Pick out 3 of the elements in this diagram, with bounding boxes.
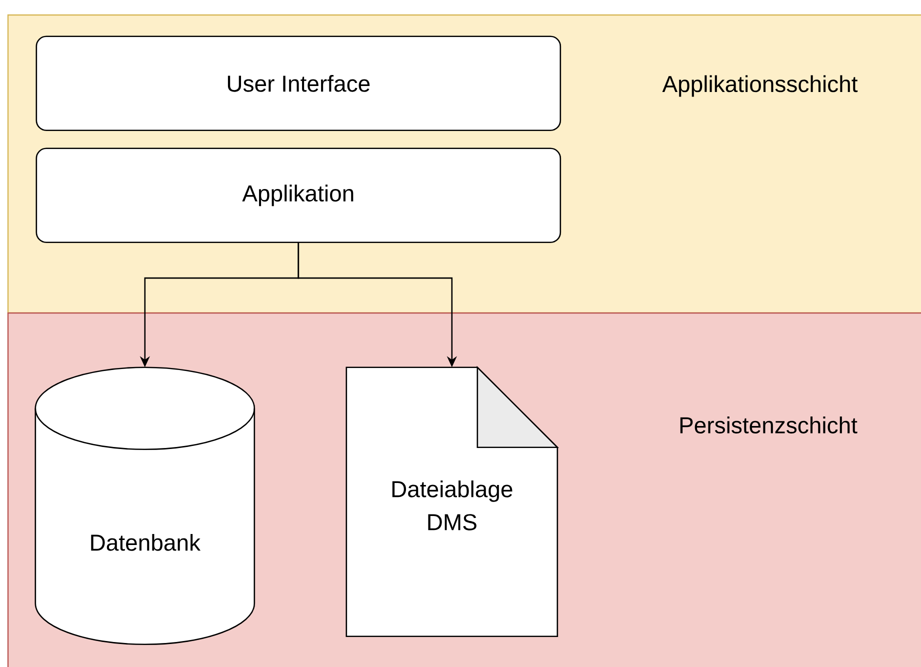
- process-box: User Interface: [36, 36, 562, 132]
- database-cylinder: Datenbank: [34, 366, 256, 646]
- process-box: Applikation: [36, 148, 562, 244]
